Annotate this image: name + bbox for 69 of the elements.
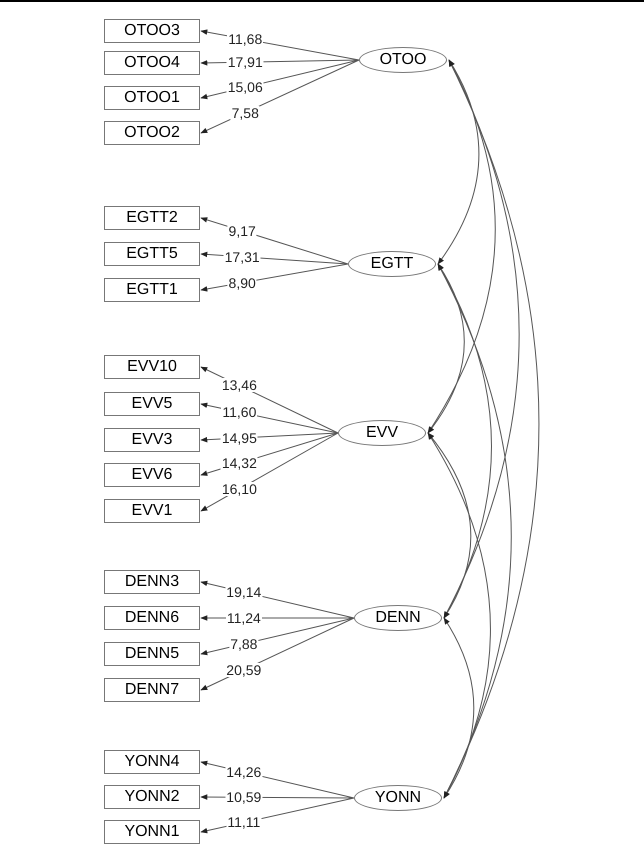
indicator-box (104, 463, 200, 487)
indicator-box (104, 355, 200, 379)
edge-label: 14,32 (220, 456, 258, 470)
node-label: OTOO2 (124, 125, 180, 141)
edge-label: 11,11 (226, 815, 262, 830)
node-label: OTOO4 (124, 55, 180, 71)
node-label: OTOO1 (124, 90, 180, 106)
node-label: EGTT5 (126, 246, 178, 262)
edge-label: 20,59 (225, 662, 262, 677)
indicator-box (104, 51, 200, 75)
latent-ellipse (348, 251, 436, 277)
edge-label: 17,31 (224, 250, 261, 264)
edge-label: 15,06 (226, 80, 264, 94)
indicator-box (104, 278, 200, 302)
indicator-box (104, 678, 200, 702)
edge-label: 11,24 (226, 611, 262, 625)
indicator-box (104, 242, 200, 266)
node-label: EGTT (370, 256, 414, 272)
node-label: DENN6 (124, 610, 180, 626)
node-label: OTOO (380, 52, 426, 68)
node-label: EVV5 (132, 396, 172, 412)
covariance-arrow (444, 617, 474, 799)
covariance-arrow (428, 263, 465, 434)
edge-label: 11,60 (221, 405, 258, 420)
edge-label: 13,46 (220, 378, 258, 392)
indicator-box (104, 392, 200, 416)
node-label: EVV1 (132, 503, 172, 519)
indicator-box (104, 499, 200, 523)
indicator-box (104, 785, 200, 809)
node-label: EVV10 (127, 359, 177, 375)
node-label: EVV (366, 425, 398, 441)
node-label: OTOO3 (124, 23, 180, 39)
node-label: DENN7 (124, 682, 180, 698)
edge-label: 8,90 (228, 276, 257, 290)
indicator-box (104, 820, 200, 844)
edge-label: 10,59 (225, 790, 262, 804)
indicator-box (104, 570, 200, 594)
node-label: YONN4 (124, 754, 180, 770)
indicator-box (104, 86, 200, 110)
indicator-box (104, 19, 200, 43)
indicator-box (104, 606, 200, 630)
node-label: YONN2 (124, 789, 180, 805)
indicator-box (104, 121, 200, 145)
node-label: YONN1 (124, 824, 180, 840)
node-label: DENN3 (124, 574, 180, 590)
node-label: EGTT2 (126, 210, 178, 226)
node-label: DENN (375, 610, 421, 626)
edge-label: 14,95 (220, 431, 258, 446)
node-label: EGTT1 (126, 282, 178, 298)
indicator-box (104, 642, 200, 666)
covariance-arrow (428, 432, 472, 619)
edge-label: 17,91 (226, 55, 264, 70)
indicator-box (104, 206, 200, 230)
node-label: DENN5 (124, 646, 180, 662)
node-label: YONN (374, 790, 422, 806)
edge-label: 16,10 (220, 482, 258, 496)
covariance-arrow (438, 59, 480, 265)
latent-ellipse (354, 605, 442, 631)
indicator-box (104, 428, 200, 452)
edge-label: 9,17 (228, 224, 257, 238)
indicator-box (104, 750, 200, 774)
edge-label: 19,14 (225, 585, 262, 600)
node-label: EVV3 (132, 432, 172, 448)
edge-label: 14,26 (225, 765, 262, 780)
edge-label: 7,58 (230, 106, 260, 120)
node-label: EVV6 (132, 467, 172, 483)
edge-label: 11,68 (227, 32, 264, 46)
latent-ellipse (338, 420, 426, 446)
edge-label: 7,88 (229, 636, 258, 651)
